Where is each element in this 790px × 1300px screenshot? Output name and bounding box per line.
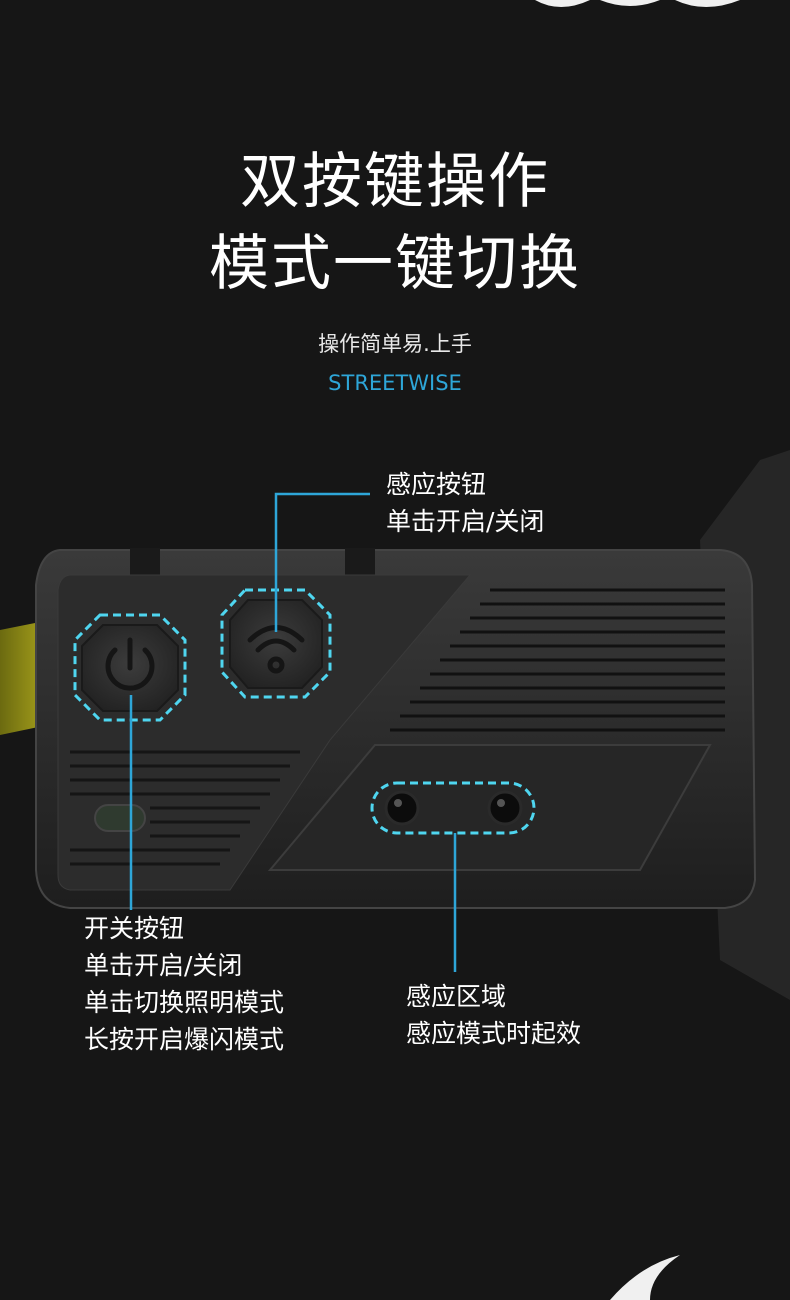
callout-power-button-line: 单击切换照明模式 [84,988,285,1017]
callout-sensor-button-title: 感应按钮 [386,470,487,499]
top-decoration [535,0,740,7]
callout-power-button-line: 长按开启爆闪模式 [84,1025,285,1054]
callout-sensor-area: 感应区域 感应模式时起效 [406,978,581,1052]
callout-power-button-line: 单击开启/关闭 [84,951,243,980]
sensor-button-highlight [220,588,332,699]
callout-power-button-title: 开关按钮 [84,914,185,943]
ribbed-texture-left [70,750,300,866]
power-icon [105,637,155,691]
callout-sensor-area-line: 感应模式时起效 [406,1019,582,1048]
headline-line-2: 模式一键切换 [209,229,581,299]
subtitle-cn: 操作简单易.上手 [318,332,472,356]
indicator-slot [94,804,146,832]
headline-line-1: 双按键操作 [240,147,550,217]
callout-sensor-button: 感应按钮 单击开启/关闭 [386,466,544,540]
bottom-decoration [610,1255,680,1300]
callout-sensor-button-line: 单击开启/关闭 [386,507,545,536]
sensor-area-highlight [370,781,536,835]
ribbed-texture [390,588,725,732]
top-notches [130,548,375,578]
callout-sensor-area-title: 感应区域 [406,982,507,1011]
callout-power-button: 开关按钮 单击开启/关闭 单击切换照明模式 长按开启爆闪模式 [84,910,284,1058]
subtitle-en: STREETWISE [328,371,462,395]
callout-leaders [129,492,457,972]
